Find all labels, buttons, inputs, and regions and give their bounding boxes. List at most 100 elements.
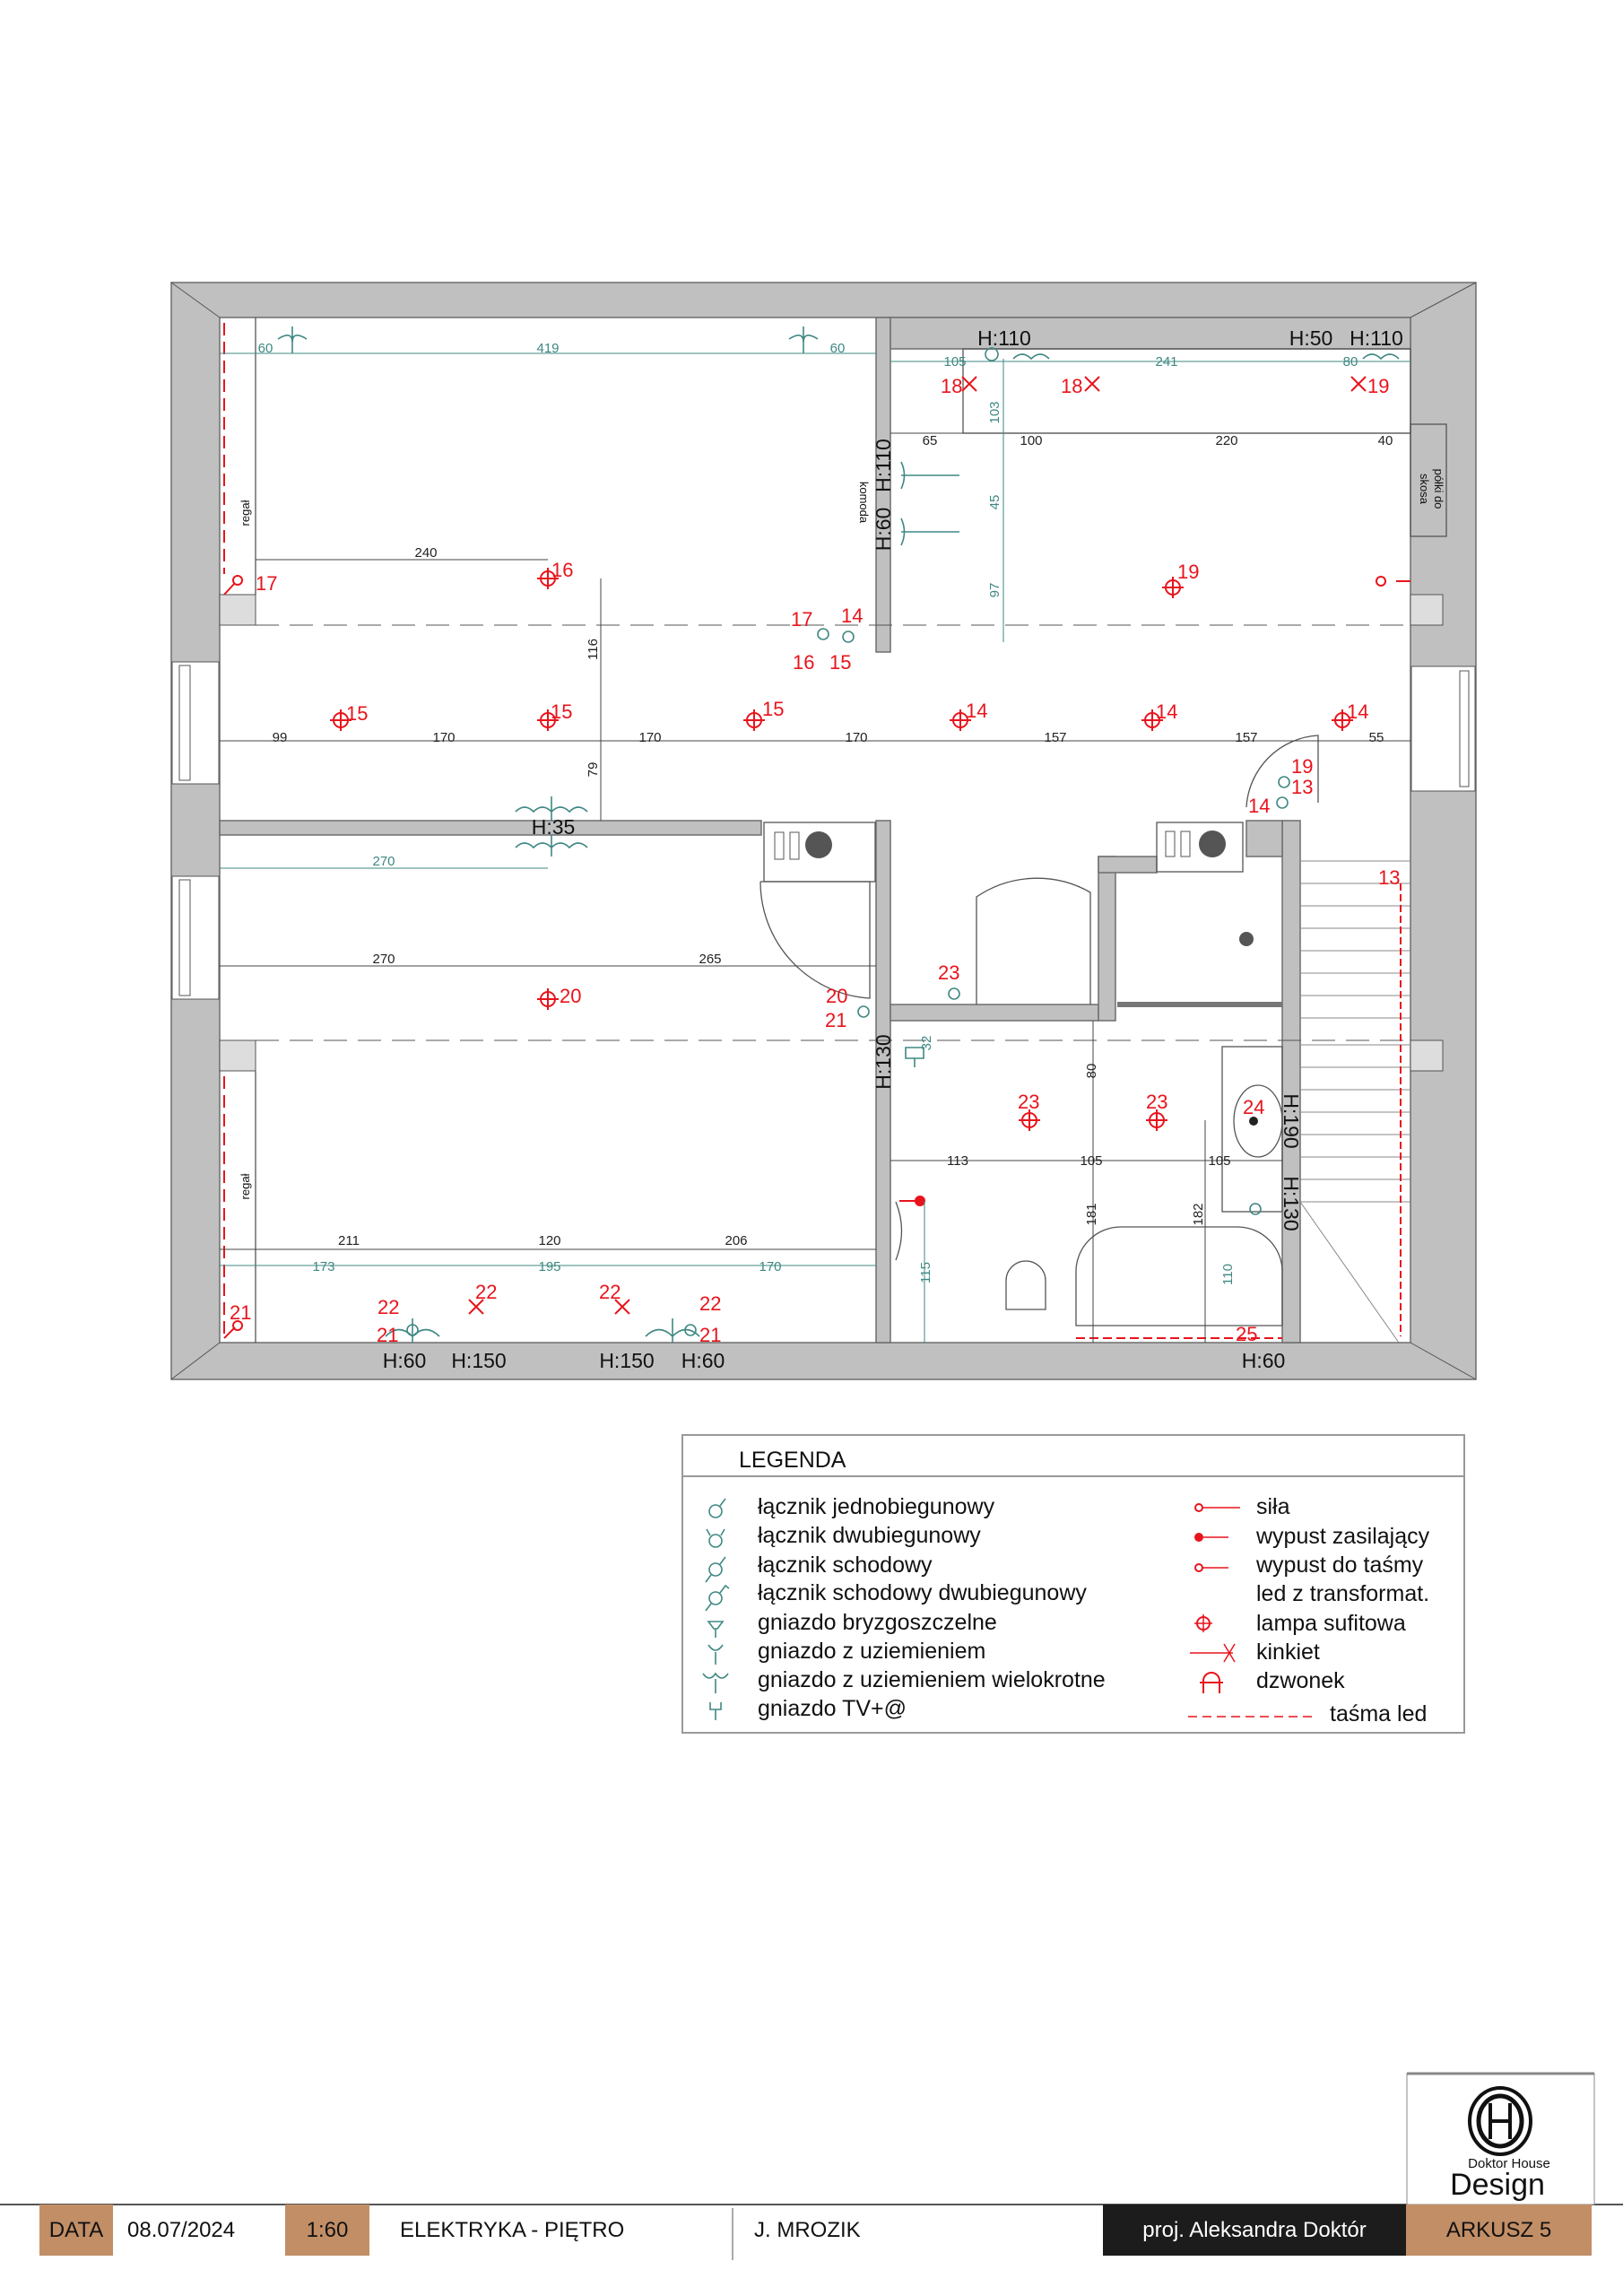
ceiling-lamp-icon xyxy=(537,709,559,731)
sheet-number: ARKUSZ 5 xyxy=(1406,2205,1592,2256)
dim: 80 xyxy=(1084,1064,1099,1079)
circuit-number: 22 xyxy=(475,1281,497,1303)
ceiling-lamp-icon xyxy=(330,709,352,731)
sockets xyxy=(277,326,1400,1343)
dim: 105 xyxy=(943,354,966,370)
circuit-number: 23 xyxy=(1018,1091,1039,1113)
circuit-number: 13 xyxy=(1291,776,1313,798)
company-logo: Doktor House Design xyxy=(1450,2086,1550,2202)
circuit-number: 17 xyxy=(791,608,812,631)
height: H:60 xyxy=(383,1349,427,1372)
height: H:60 xyxy=(681,1349,725,1372)
height: H:130 xyxy=(872,1034,895,1089)
ceiling-lamps xyxy=(330,568,1353,1131)
dim: 170 xyxy=(432,730,455,745)
circuit-number: 18 xyxy=(941,375,962,397)
dim: 60 xyxy=(258,341,273,356)
ceiling-lamp-icon xyxy=(1332,709,1353,731)
circuit-number: 15 xyxy=(829,651,851,674)
drawing-title: ELEKTRYKA - PIĘTRO xyxy=(400,2218,625,2242)
circuit-number: 13 xyxy=(1378,866,1400,889)
height: H:110 xyxy=(977,326,1031,350)
legend-item: taśma led xyxy=(1330,1701,1427,1726)
circuit-number: 19 xyxy=(1291,755,1313,778)
dim: 241 xyxy=(1155,354,1177,370)
dim: 60 xyxy=(830,341,846,356)
legend-item: led z transformat. xyxy=(1256,1581,1429,1606)
legend-item: lampa sufitowa xyxy=(1256,1611,1406,1636)
dim: 116 xyxy=(586,639,601,660)
walls xyxy=(170,282,1477,1380)
legend-item: łącznik schodowy dwubiegunowy xyxy=(758,1580,1087,1605)
circuit-number: 15 xyxy=(551,700,572,723)
note-polki-2: skosa xyxy=(1418,474,1431,505)
dim: 170 xyxy=(759,1259,781,1274)
circuit-number: 24 xyxy=(1243,1096,1264,1118)
legend-item: łącznik jednobiegunowy xyxy=(758,1494,995,1519)
dim: 419 xyxy=(536,341,559,356)
note-regal: regał xyxy=(239,500,252,526)
circuit-number: 19 xyxy=(1367,375,1389,397)
ceiling-lamp-icon xyxy=(743,709,765,731)
legend-item: łącznik schodowy xyxy=(758,1552,933,1578)
note-komoda: komoda xyxy=(857,482,871,524)
circuit-number: 16 xyxy=(793,651,814,674)
legend: LEGENDA łącznik jednobiegunowy łącznik d… xyxy=(681,1434,1465,1734)
height: H:150 xyxy=(451,1349,506,1372)
dim: 220 xyxy=(1215,433,1237,448)
circuit-number: 18 xyxy=(1061,375,1082,397)
legend-item: łącznik dwubiegunowy xyxy=(758,1523,981,1548)
dim: 157 xyxy=(1235,730,1257,745)
height: H:130 xyxy=(1280,1176,1303,1231)
dim: 270 xyxy=(372,952,395,967)
note-regal: regał xyxy=(239,1173,252,1199)
circuit-number: 20 xyxy=(826,985,847,1007)
dim: 79 xyxy=(586,762,601,778)
circuit-number: 14 xyxy=(841,604,863,627)
legend-item: gniazdo z uziemieniem xyxy=(758,1639,985,1664)
circuit-number: 15 xyxy=(762,698,784,720)
circuit-number: 23 xyxy=(1146,1091,1167,1113)
date-label: DATA xyxy=(39,2205,113,2256)
dim: 40 xyxy=(1378,433,1393,448)
legend-icons-right xyxy=(1188,1503,1316,1718)
legend-item: gniazdo bryzgoszczelne xyxy=(758,1610,997,1635)
dim: 99 xyxy=(273,730,288,745)
circuit-number: 21 xyxy=(377,1324,398,1346)
wall-lamp-icon xyxy=(961,376,977,392)
dim: 211 xyxy=(338,1233,360,1248)
led-tapes xyxy=(223,323,1410,1339)
dim: 97 xyxy=(987,583,1002,598)
legend-item: gniazdo TV+@ xyxy=(758,1696,907,1721)
legend-icons xyxy=(702,1498,730,1720)
dim: 105 xyxy=(1208,1153,1230,1169)
circuit-number: 19 xyxy=(1177,561,1199,583)
dim: 182 xyxy=(1191,1203,1206,1225)
circuit-number: 22 xyxy=(599,1281,621,1303)
dim: 45 xyxy=(987,495,1002,510)
height: H:35 xyxy=(532,815,576,839)
legend-item: siła xyxy=(1256,1494,1290,1519)
dim: 110 xyxy=(1220,1264,1236,1285)
dim: 80 xyxy=(1343,354,1358,370)
dim: 265 xyxy=(699,952,721,967)
scale-value: 1:60 xyxy=(285,2205,369,2256)
dim: 195 xyxy=(538,1259,560,1274)
circuit-number: 22 xyxy=(699,1292,721,1315)
height: H:190 xyxy=(1280,1093,1303,1148)
height: H:50 xyxy=(1289,326,1333,350)
circuit-number: 16 xyxy=(551,559,573,581)
dimension-labels: 60 419 60 240 116 99 170 170 170 157 157… xyxy=(258,341,1393,1285)
dimension-lines-teal xyxy=(220,352,1410,1343)
dim: 55 xyxy=(1369,730,1384,745)
circuit-markers: 17 16 17 14 16 15 15 15 15 14 14 14 18 1… xyxy=(230,375,1400,1346)
dim: 115 xyxy=(918,1262,933,1283)
dim: 170 xyxy=(638,730,661,745)
dimension-lines xyxy=(220,432,1410,1343)
dim: 100 xyxy=(1020,433,1042,448)
dim: 120 xyxy=(538,1233,560,1248)
dim: 32 xyxy=(919,1036,934,1051)
wall-lamp-icon xyxy=(614,1299,630,1315)
circuit-number: 21 xyxy=(825,1009,846,1031)
